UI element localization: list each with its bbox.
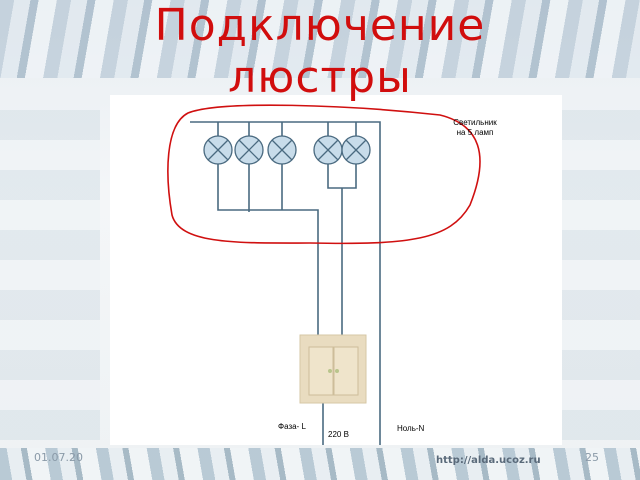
- group2-wire: [327, 164, 357, 335]
- lamps: [203, 135, 371, 165]
- wiring-diagram: Светильник на 5 ламп Фаза- L 220 В Ноль-…: [110, 95, 562, 445]
- lamp-3: [267, 135, 297, 165]
- decorative-frame-top: [0, 0, 640, 78]
- slide-date: 01.07.20: [34, 451, 83, 464]
- fixture-label-1: Светильник: [453, 118, 497, 127]
- lamp-5: [341, 135, 371, 165]
- voltage-label: 220 В: [328, 430, 349, 439]
- neutral-bus: [190, 121, 381, 445]
- source-url: http://alda.ucoz.ru: [436, 455, 541, 466]
- title-line-2: люстры: [228, 52, 412, 103]
- fixture-outline: [167, 104, 481, 245]
- decorative-frame-bottom: [0, 448, 640, 480]
- lamp-4: [313, 135, 343, 165]
- neutral-label: Ноль-N: [397, 424, 425, 433]
- group1-wire: [217, 164, 319, 335]
- switch: [299, 334, 367, 404]
- lamp-2: [234, 135, 264, 165]
- phase-label: Фаза- L: [278, 422, 306, 431]
- slide-title: Подключение люстры: [0, 0, 640, 104]
- title-line-1: Подключение: [154, 0, 486, 51]
- decorative-trees-right: [560, 90, 640, 440]
- decorative-trees-left: [0, 90, 100, 440]
- fixture-label-2: на 5 ламп: [457, 128, 494, 137]
- page-number: 25: [585, 451, 599, 464]
- lamp-1: [203, 135, 233, 165]
